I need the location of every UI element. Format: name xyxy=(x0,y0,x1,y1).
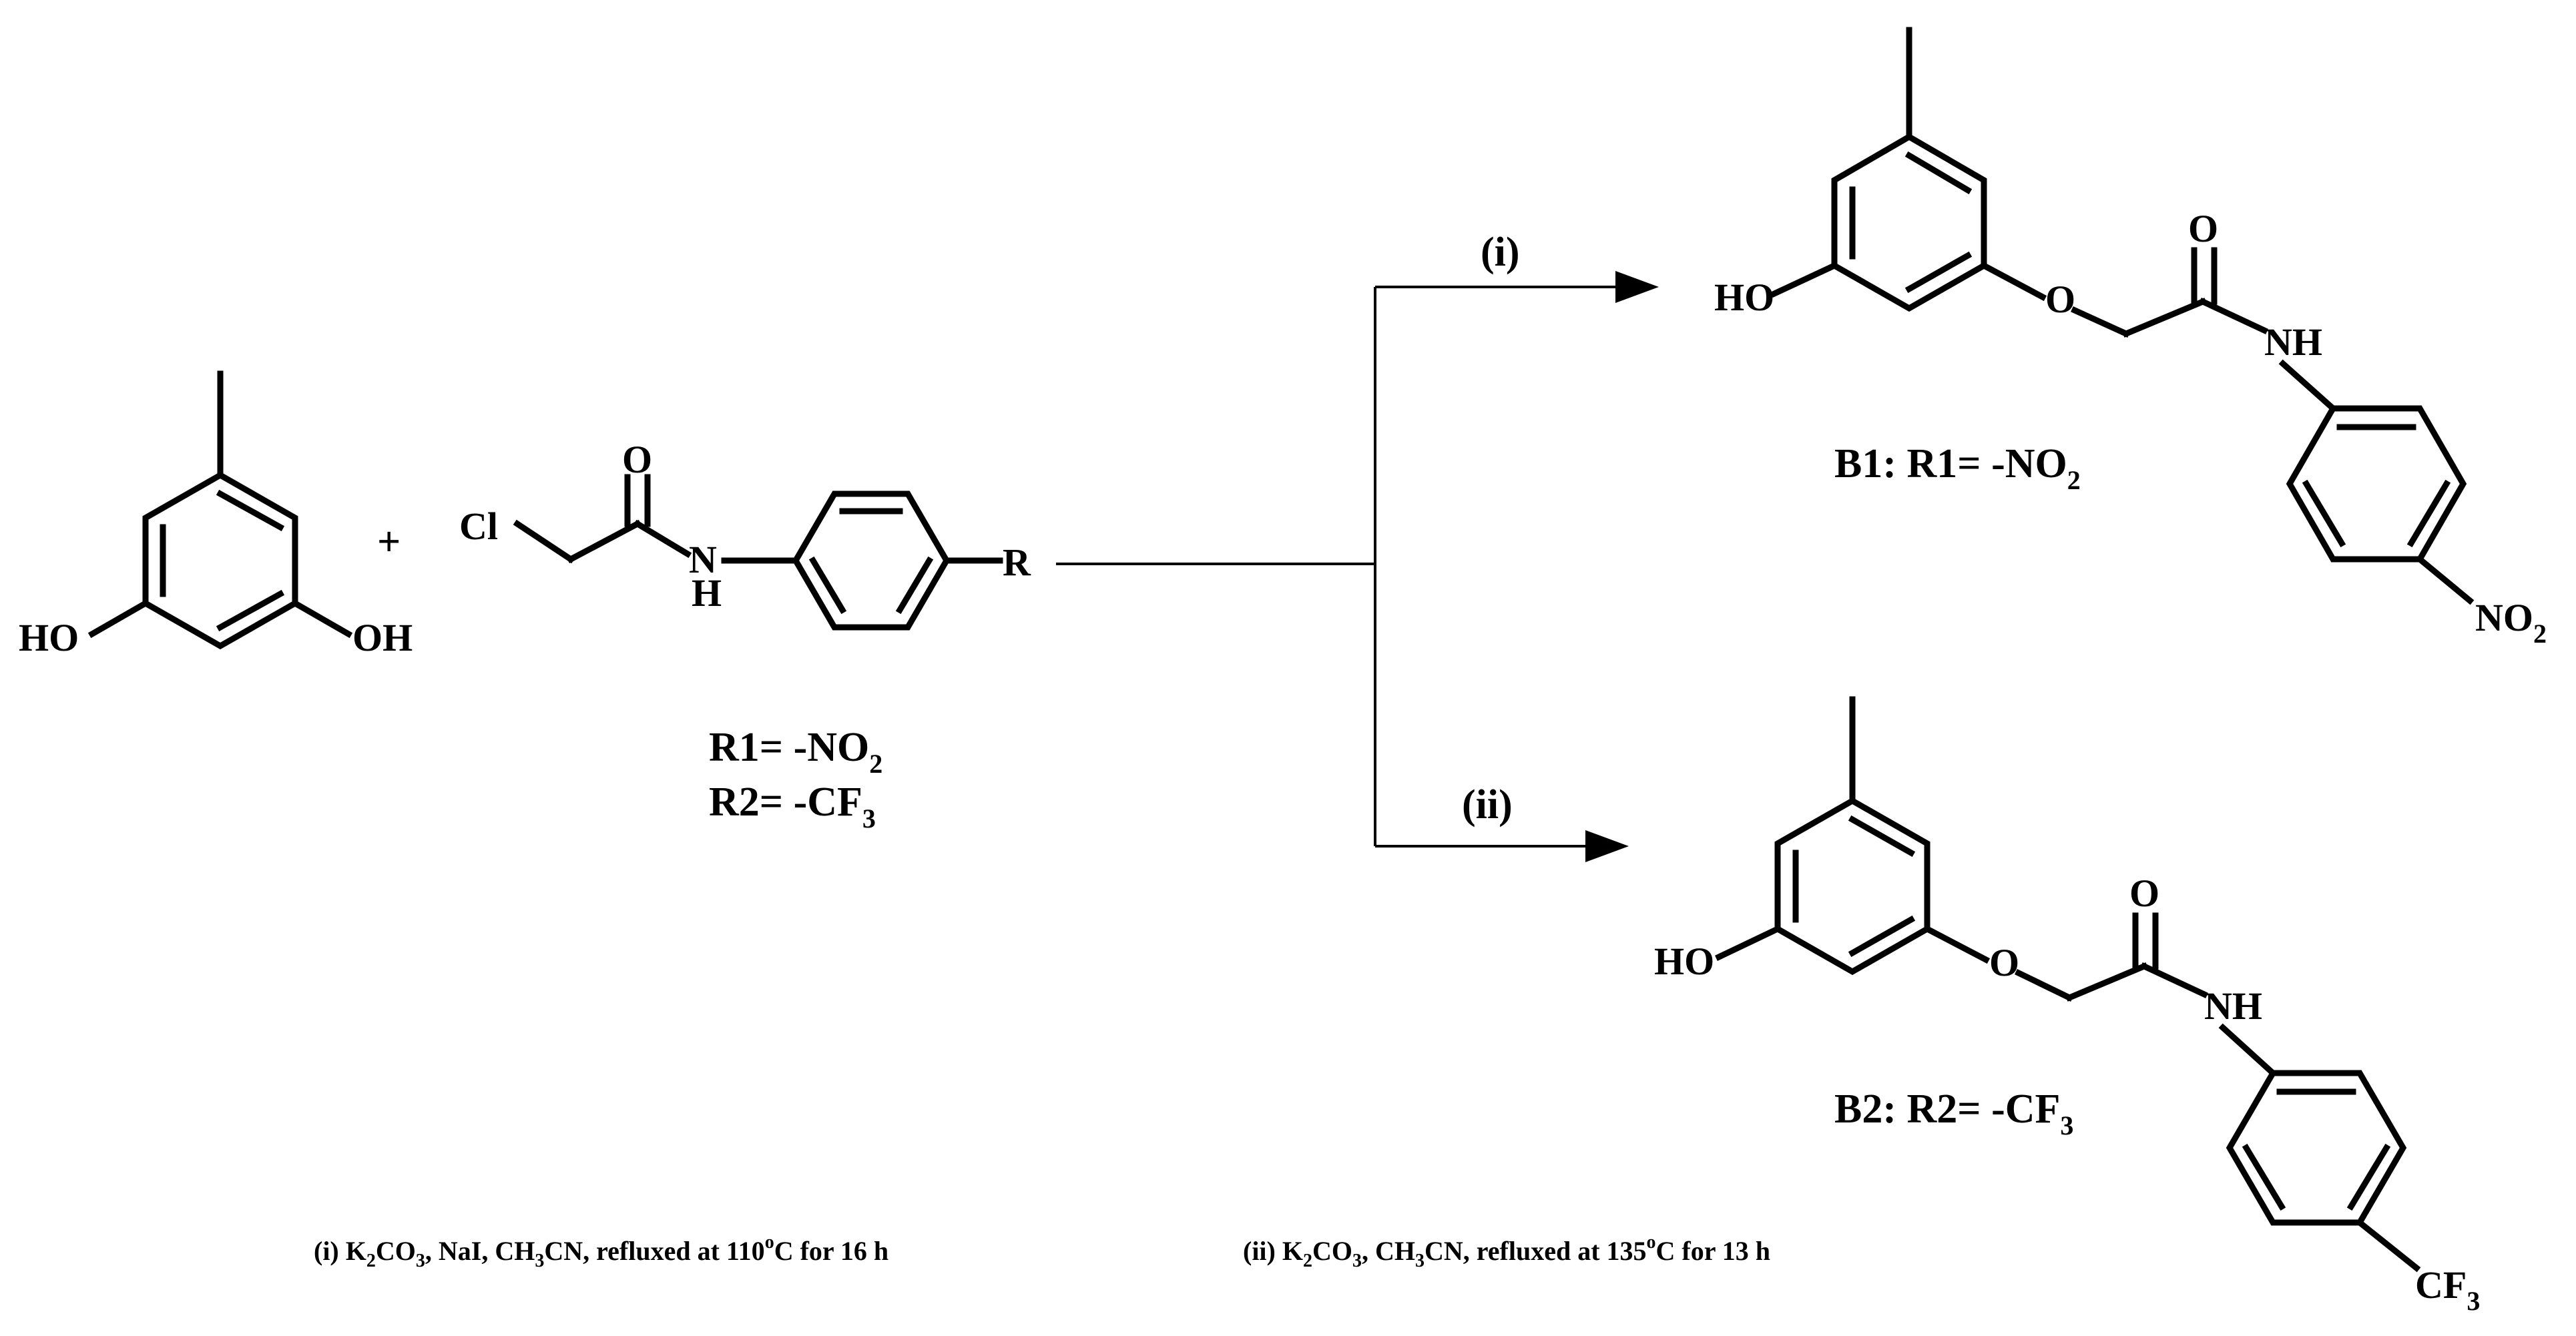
b1-caption: B1: R1= -NO2 xyxy=(1834,441,2081,495)
b1-ho-bond xyxy=(1770,262,1838,298)
condition-ii-label: (ii) xyxy=(1462,782,1513,827)
b1-carbonyl-o-label: O xyxy=(2188,207,2218,250)
b2-ether-bond xyxy=(1922,924,1991,964)
orcinol-ring xyxy=(142,471,298,650)
b2-o-ch2-bond xyxy=(2014,968,2074,1002)
condition-i-text: (i) K2CO3, NaI, CH3CN, refluxed at 110oC… xyxy=(314,1232,888,1271)
b1-carbonyl-n-bond xyxy=(2199,298,2268,334)
b2-ch2-carbonyl-bond xyxy=(2065,962,2148,1002)
carbonyl-o-label: O xyxy=(622,438,652,481)
anilide-inner-bonds xyxy=(808,508,934,615)
r-definitions: R1= -NO2 R2= -CF3 xyxy=(709,725,882,833)
condition-ii-text: (ii) K2CO3, CH3CN, refluxed at 135oC for… xyxy=(1243,1232,1770,1271)
b1-ring-no2-bond xyxy=(2415,555,2475,605)
b2-ether-o-label: O xyxy=(1989,941,2019,984)
carbonyl-double-bond xyxy=(624,474,651,527)
orcinol-oh-label: OH xyxy=(352,616,413,659)
b1-orcinol-ring xyxy=(1831,133,1987,312)
b1-nh-label: NH xyxy=(2264,320,2322,364)
cl-label: Cl xyxy=(459,505,498,548)
b2-ring-cf3-bond xyxy=(2355,1218,2421,1273)
upper-arrowhead xyxy=(1615,271,1659,303)
b2-orcinol-inner-bonds xyxy=(1792,815,1916,958)
b1-o-ch2-bond xyxy=(2071,306,2130,338)
carbonyl-n-bond xyxy=(633,519,692,559)
product-b2: HO O O NH CF3 B2: R2= -CF3 xyxy=(1654,696,2480,1316)
b1-carbonyl-double-bond xyxy=(2191,247,2218,305)
reactant-orcinol: HO OH xyxy=(19,370,413,659)
amide-n-label: N xyxy=(689,538,717,581)
b1-n-ring-bond xyxy=(2278,359,2338,413)
condition-i-label: (i) xyxy=(1481,230,1520,275)
b1-no2-label: NO2 xyxy=(2475,596,2547,649)
branching-arrows: (i) (ii) xyxy=(1056,230,1659,862)
reactant-chloroacetamide: Cl O N H R xyxy=(459,438,1031,631)
b2-orcinol-ring xyxy=(1774,797,1930,976)
orcinol-ho-bond xyxy=(87,599,150,639)
b1-aryl-inner-bonds xyxy=(2302,424,2451,548)
orcinol-oh-bond xyxy=(290,599,353,639)
b2-caption: B2: R2= -CF3 xyxy=(1834,1086,2073,1140)
b1-aryl-ring xyxy=(2286,405,2467,563)
b2-n-ring-bond xyxy=(2218,1023,2278,1078)
r-group-label: R xyxy=(1003,541,1031,584)
b1-ho-label: HO xyxy=(1714,276,1774,319)
b1-ether-o-label: O xyxy=(2045,278,2075,321)
plus-sign: + xyxy=(377,519,401,565)
r2-definition: R2= -CF3 xyxy=(709,779,876,833)
b2-aryl-ring xyxy=(2226,1070,2407,1226)
cl-ch2-bond xyxy=(513,519,575,564)
b1-ether-bond xyxy=(1979,261,2047,302)
b2-ho-label: HO xyxy=(1654,940,1714,983)
b1-orcinol-inner-bonds xyxy=(1849,151,1973,294)
b2-nh-label: NH xyxy=(2204,984,2262,1028)
b2-ho-bond xyxy=(1715,925,1782,961)
r1-definition: R1= -NO2 xyxy=(709,725,882,779)
orcinol-ho-label: HO xyxy=(19,616,79,659)
b1-ch2-carbonyl-bond xyxy=(2122,298,2207,338)
b2-carbonyl-o-label: O xyxy=(2129,872,2159,915)
lower-arrowhead xyxy=(1585,830,1629,862)
ch2-carbonyl-bond xyxy=(566,519,642,564)
b2-aryl-inner-bonds xyxy=(2242,1088,2391,1211)
amide-h-label: H xyxy=(692,571,722,615)
orcinol-inner-bonds xyxy=(160,489,285,632)
b2-cf3-label: CF3 xyxy=(2415,1263,2480,1316)
product-b1: HO O O NH NO2 B1: R1= -NO2 xyxy=(1714,27,2547,649)
b2-carbonyl-n-bond xyxy=(2140,962,2208,998)
b2-carbonyl-double-bond xyxy=(2132,912,2159,970)
